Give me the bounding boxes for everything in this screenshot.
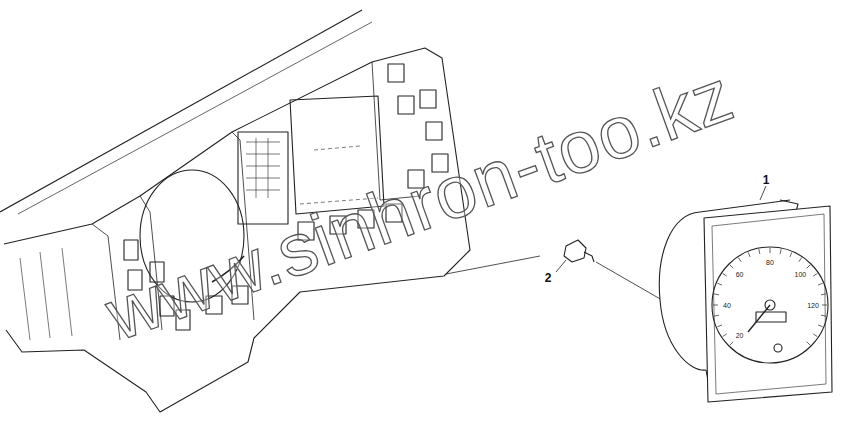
callout-number: 2 — [545, 272, 552, 284]
switch — [426, 122, 442, 140]
dial-tick — [714, 315, 719, 317]
bulb-socket — [564, 240, 586, 262]
dial-tick — [780, 249, 782, 254]
dial-tick — [813, 334, 817, 337]
bulb-socket — [584, 252, 594, 262]
dial-tick — [723, 334, 727, 337]
panel-edge — [20, 248, 72, 340]
dial-tick — [723, 273, 727, 276]
dial-number: 40 — [723, 302, 731, 309]
speedometer-housing — [659, 212, 706, 370]
needle — [748, 305, 770, 332]
dial-tick — [821, 293, 826, 295]
leader-line — [596, 262, 662, 300]
speedometer-dial — [712, 247, 828, 363]
dial-tick — [807, 342, 811, 346]
dial-tick — [717, 325, 722, 327]
switch — [124, 240, 138, 260]
speedometer-face — [704, 206, 832, 402]
dial-tick — [758, 249, 760, 254]
dial-ticks — [713, 248, 827, 345]
indicator-grid — [246, 138, 280, 198]
speedometer-face — [712, 214, 826, 394]
top-edge — [0, 10, 362, 212]
dial-number: 120 — [807, 302, 819, 309]
indicator-block — [238, 132, 288, 224]
dial-tick — [717, 283, 722, 285]
switch — [388, 64, 404, 82]
dial-tick — [822, 305, 827, 306]
switch — [420, 90, 436, 108]
dial-tick — [738, 258, 741, 262]
callout-number: 1 — [763, 174, 770, 186]
dial-tick — [818, 325, 823, 327]
dial-number: 20 — [736, 332, 744, 339]
switch — [398, 96, 414, 114]
dial-number: 100 — [795, 271, 807, 278]
dial-tick — [713, 305, 718, 306]
top-edge — [18, 22, 372, 214]
odometer — [756, 312, 786, 322]
leader-line — [760, 186, 766, 200]
dial-tick — [730, 265, 734, 269]
leader-line — [446, 256, 540, 274]
dial-tick — [813, 273, 817, 276]
dial-tick — [821, 315, 826, 317]
dial-tick — [714, 293, 719, 295]
dial-tick — [818, 283, 823, 285]
dial-tick — [807, 265, 811, 269]
dial-tick — [730, 342, 734, 346]
reset-knob — [774, 344, 782, 352]
dial-tick — [748, 252, 750, 257]
dial-number: 80 — [766, 259, 774, 266]
leader-line — [556, 260, 566, 272]
dial-tick — [799, 258, 802, 262]
dial-tick — [770, 248, 771, 253]
dial-tick — [790, 252, 792, 257]
dial-number: 60 — [736, 271, 744, 278]
